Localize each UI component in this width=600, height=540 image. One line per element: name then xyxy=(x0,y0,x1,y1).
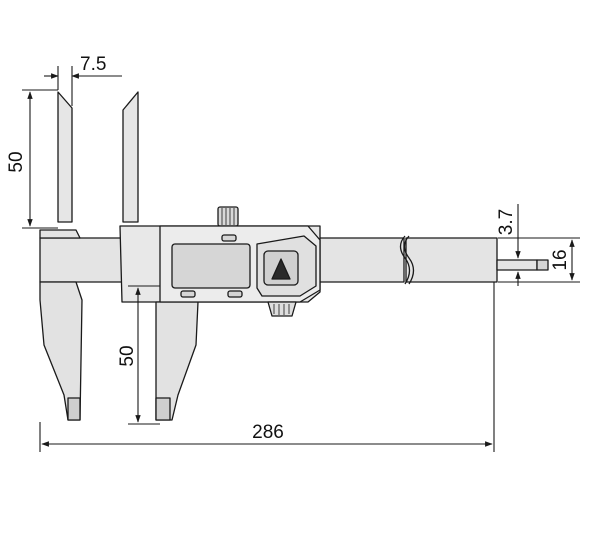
fixed-jaw-head xyxy=(39,229,81,239)
lcd-bottom-tab-left xyxy=(180,290,196,298)
triangle-button-icon xyxy=(271,258,291,280)
dim-3-7-label: 3.7 xyxy=(496,209,517,235)
lcd-top-tab xyxy=(221,234,237,242)
caliper-body xyxy=(39,91,549,421)
teeth-ridges xyxy=(273,304,290,315)
lcd-screen xyxy=(171,243,251,289)
dim-16-label: 16 xyxy=(550,249,571,270)
depth-rod-tip xyxy=(536,259,549,271)
upper-sliding-jaw xyxy=(122,91,139,223)
thumb-roller xyxy=(217,206,239,227)
depth-rod xyxy=(496,259,538,271)
fixed-jaw-tip xyxy=(67,397,81,421)
dim-50-outside-label: 50 xyxy=(117,345,138,366)
dimension-lines xyxy=(22,66,580,452)
sliding-jaw-tip xyxy=(155,397,171,421)
beam-break-mark xyxy=(399,235,411,285)
lcd-bottom-tab-right xyxy=(227,290,243,298)
main-beam-right xyxy=(405,237,498,283)
dim-286-label: 286 xyxy=(252,422,284,443)
dim-50-inside-label: 50 xyxy=(6,151,27,172)
upper-fixed-jaw xyxy=(57,91,73,223)
beam-break-mark-2 xyxy=(403,235,415,285)
clamp-teeth xyxy=(267,301,297,317)
roller-ridges xyxy=(221,208,235,225)
dim-7-5-label: 7.5 xyxy=(80,54,106,75)
